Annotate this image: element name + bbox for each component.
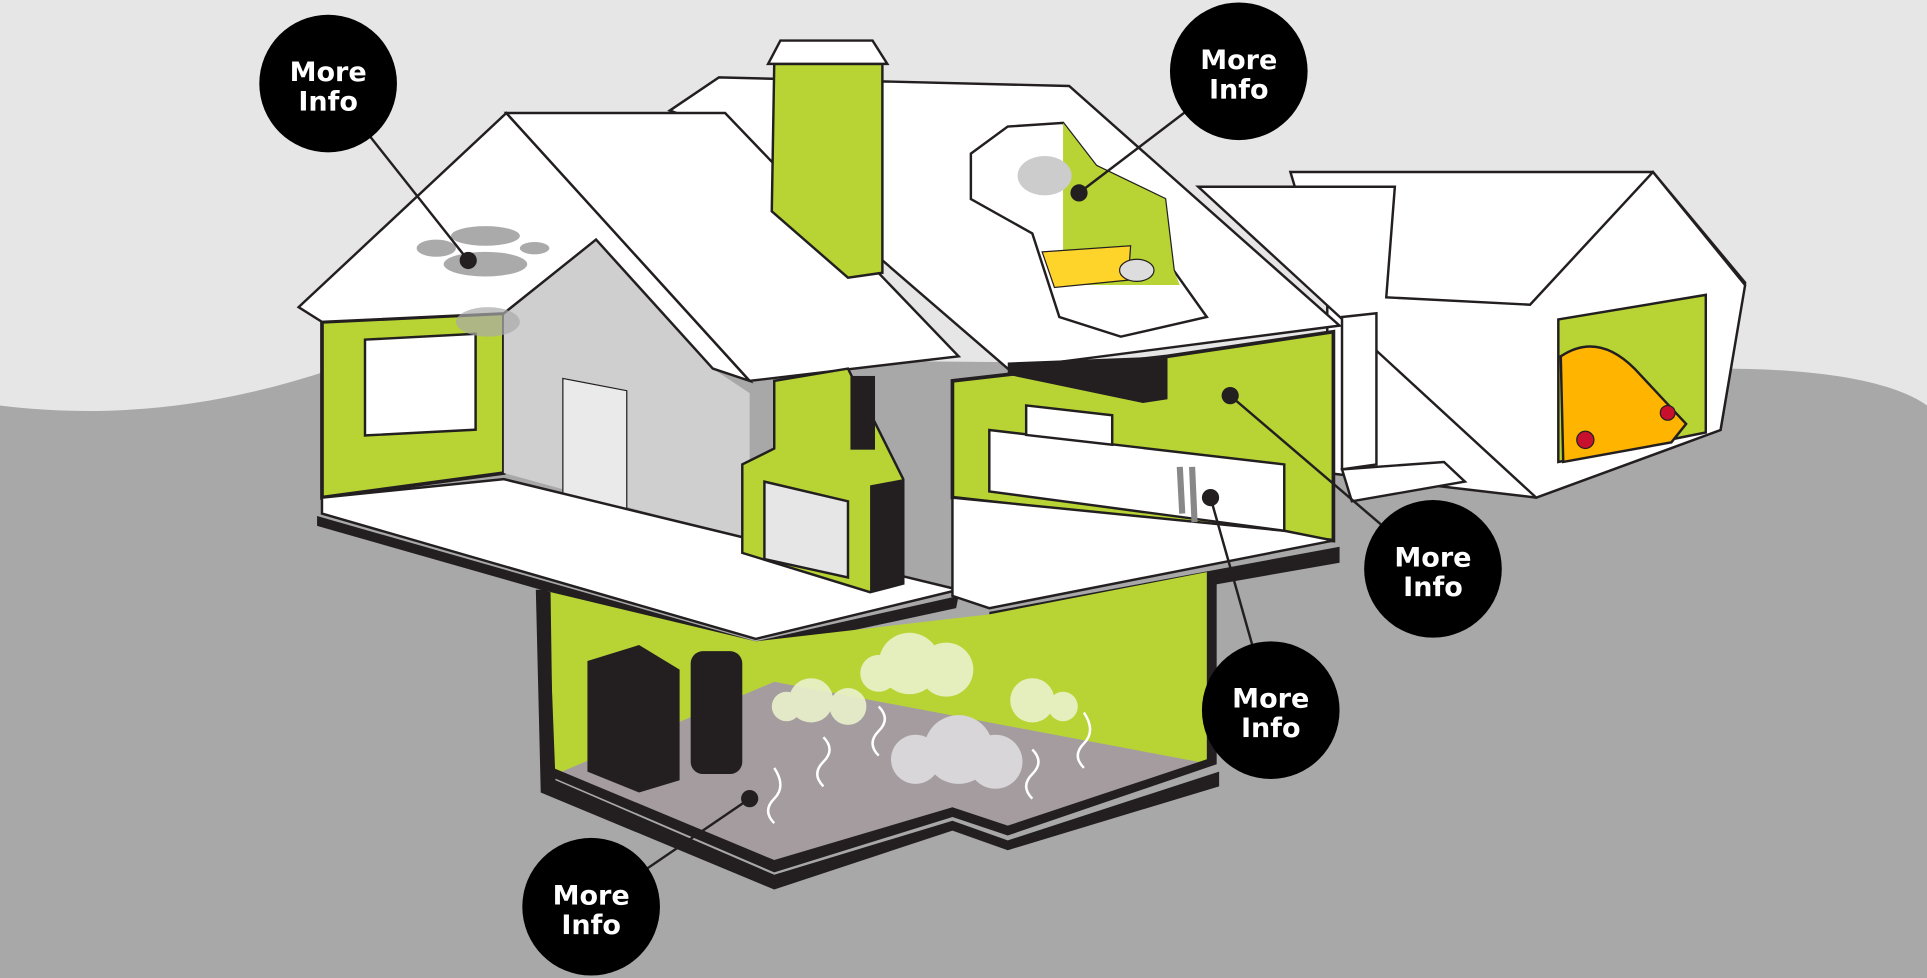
microwave [1024, 404, 1114, 447]
button-label: Info [1209, 74, 1269, 105]
more-info-crawlspace-button[interactable]: More Info [522, 837, 660, 976]
button-label: Info [298, 87, 358, 118]
button-label: Info [1241, 713, 1301, 744]
button-label: More [553, 880, 630, 911]
hotspot-dots [459, 184, 1239, 808]
more-info-kitchen-wall-button[interactable]: More Info [1364, 500, 1502, 638]
button-label: More [1394, 542, 1471, 573]
furnace [587, 645, 680, 793]
button-label: Info [1403, 572, 1463, 603]
car [1559, 345, 1688, 464]
button-label: More [1232, 684, 1309, 715]
water-heater [690, 651, 743, 775]
crawlspace [535, 571, 1220, 890]
more-info-bathroom-button[interactable]: More Info [1169, 2, 1308, 141]
garage [1195, 170, 1747, 503]
more-info-attic-button[interactable]: More Info [259, 14, 397, 153]
bathroom-cutaway [969, 121, 1209, 338]
button-label: More [290, 57, 367, 88]
button-label: Info [561, 910, 621, 941]
chimney [741, 39, 905, 594]
left-wing [296, 111, 962, 652]
more-info-kitchen-leak-button[interactable]: More Info [1201, 641, 1340, 779]
button-label: More [1200, 45, 1277, 76]
